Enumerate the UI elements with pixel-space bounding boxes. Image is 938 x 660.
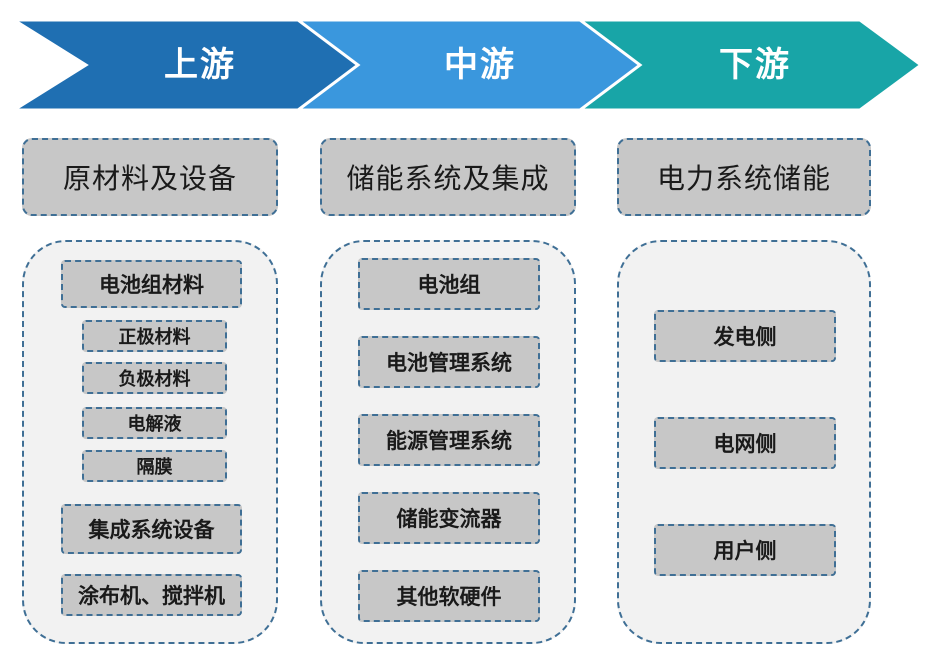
midstream-header: 储能系统及集成 — [320, 138, 576, 216]
midstream-panel: 电池组 电池管理系统 能源管理系统 储能变流器 其他软硬件 — [320, 240, 576, 644]
midstream-label: 中游 — [444, 45, 516, 85]
other-hw-sw-box: 其他软硬件 — [358, 570, 540, 622]
bms-box: 电池管理系统 — [358, 336, 540, 388]
pcs-box: 储能变流器 — [358, 492, 540, 544]
cathode-material-box: 正极材料 — [82, 320, 227, 352]
upstream-panel: 电池组材料 正极材料 负极材料 电解液 隔膜 集成系统设备 涂布机、搅拌机 — [22, 240, 278, 644]
downstream-chevron — [575, 18, 924, 112]
battery-pack-materials-box: 电池组材料 — [61, 260, 242, 308]
downstream-panel: 发电侧 电网侧 用户侧 — [617, 240, 871, 644]
stage-banner-arrows — [8, 18, 924, 112]
ems-box: 能源管理系统 — [358, 414, 540, 466]
separator-box: 隔膜 — [82, 450, 227, 482]
user-side-box: 用户侧 — [654, 524, 836, 576]
anode-material-box: 负极材料 — [82, 362, 227, 394]
downstream-label: 下游 — [719, 45, 791, 85]
integration-equipment-box: 集成系统设备 — [61, 504, 242, 554]
stage-banner: 上游 中游 下游 — [0, 0, 938, 120]
coater-mixer-box: 涂布机、搅拌机 — [61, 574, 242, 616]
upstream-label: 上游 — [164, 45, 236, 85]
electrolyte-box: 电解液 — [82, 407, 227, 439]
upstream-header: 原材料及设备 — [22, 138, 278, 216]
grid-side-box: 电网侧 — [654, 417, 836, 469]
battery-pack-box: 电池组 — [358, 258, 540, 310]
generation-side-box: 发电侧 — [654, 310, 836, 362]
downstream-header: 电力系统储能 — [617, 138, 871, 216]
